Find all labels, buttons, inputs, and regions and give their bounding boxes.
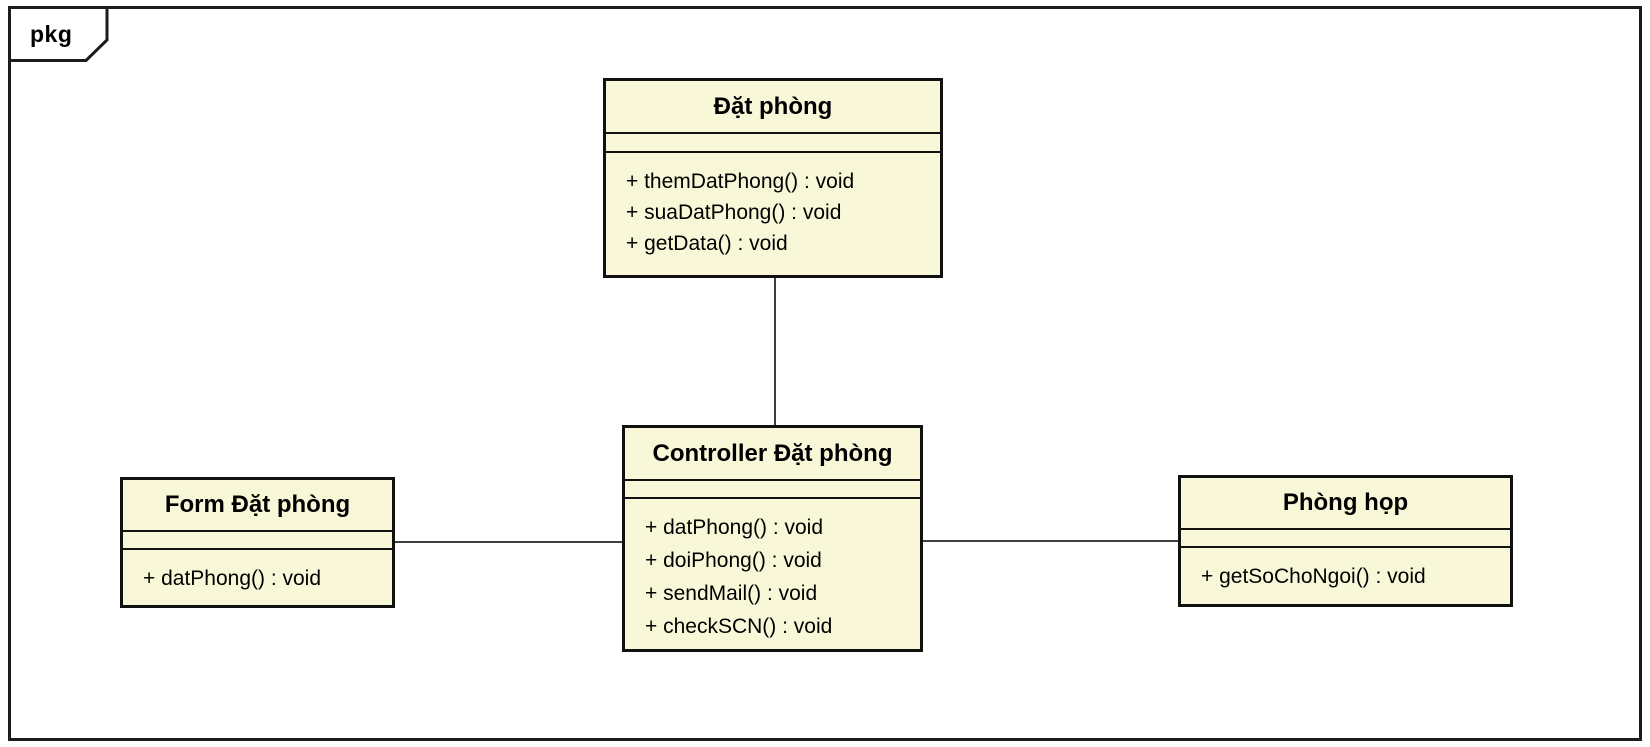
class-attributes-compartment xyxy=(123,530,392,548)
package-tab xyxy=(8,6,109,62)
class-form-dat-phong[interactable]: Form Đặt phòng + datPhong() : void xyxy=(120,477,395,608)
class-methods-compartment: + themDatPhong() : void + suaDatPhong() … xyxy=(606,151,940,275)
method-item: + doiPhong() : void xyxy=(645,549,822,572)
class-attributes-compartment xyxy=(625,479,920,497)
method-item: + getData() : void xyxy=(626,232,788,255)
method-item: + getSoChoNgoi() : void xyxy=(1201,565,1426,588)
package-label: pkg xyxy=(30,21,73,47)
class-phong-hop[interactable]: Phòng họp + getSoChoNgoi() : void xyxy=(1178,475,1513,607)
method-item: + datPhong() : void xyxy=(645,516,824,539)
class-methods-compartment: + datPhong() : void + doiPhong() : void … xyxy=(625,497,920,649)
association-form-controller[interactable] xyxy=(395,541,622,543)
association-controller-phonghop[interactable] xyxy=(921,540,1178,542)
class-attributes-compartment xyxy=(606,132,940,151)
class-attributes-compartment xyxy=(1181,528,1510,546)
method-item: + suaDatPhong() : void xyxy=(626,201,842,224)
class-methods-compartment: + getSoChoNgoi() : void xyxy=(1181,546,1510,604)
method-item: + checkSCN() : void xyxy=(645,615,833,638)
class-title: Phòng họp xyxy=(1282,489,1409,516)
method-item: + themDatPhong() : void xyxy=(626,170,855,193)
association-datphong-controller[interactable] xyxy=(774,278,776,425)
class-dat-phong[interactable]: Đặt phòng + themDatPhong() : void + suaD… xyxy=(603,78,943,278)
class-methods-compartment: + datPhong() : void xyxy=(123,548,392,605)
class-title: Đặt phòng xyxy=(713,92,833,120)
class-title: Controller Đặt phòng xyxy=(652,439,893,467)
class-controller-dat-phong[interactable]: Controller Đặt phòng + datPhong() : void… xyxy=(622,425,923,652)
method-item: + datPhong() : void xyxy=(143,567,322,590)
method-item: + sendMail() : void xyxy=(645,582,818,605)
class-title: Form Đặt phòng xyxy=(164,491,351,518)
